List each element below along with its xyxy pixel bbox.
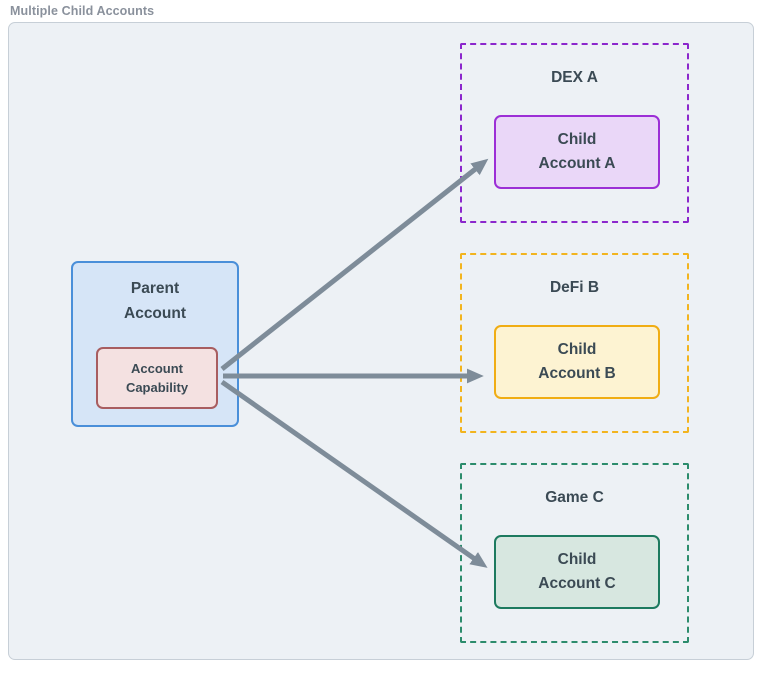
diagram-title: Multiple Child Accounts bbox=[10, 4, 155, 18]
child-account-c-label: Child Account C bbox=[538, 551, 616, 592]
child-account-a-node: Child Account A bbox=[494, 115, 660, 189]
group-defi-b: DeFi B Child Account B bbox=[460, 253, 689, 433]
group-dex-a-label: DEX A bbox=[551, 69, 598, 86]
group-game-c: Game C Child Account C bbox=[460, 463, 689, 643]
child-account-c-node: Child Account C bbox=[494, 535, 660, 609]
parent-account-node: Parent Account Account Capability bbox=[71, 261, 239, 427]
account-capability-label: Account Capability bbox=[125, 361, 189, 395]
group-game-c-label: Game C bbox=[545, 489, 604, 506]
group-defi-b-label: DeFi B bbox=[549, 279, 600, 296]
child-account-a-label: Child Account A bbox=[538, 131, 616, 172]
child-account-b-node: Child Account B bbox=[494, 325, 660, 399]
account-capability-node: Account Capability bbox=[96, 347, 218, 409]
diagram-canvas: Parent Account Account Capability DEX A … bbox=[8, 22, 754, 660]
child-account-b-label: Child Account B bbox=[538, 341, 616, 382]
parent-account-label: Parent Account bbox=[124, 280, 186, 322]
group-dex-a: DEX A Child Account A bbox=[460, 43, 689, 223]
